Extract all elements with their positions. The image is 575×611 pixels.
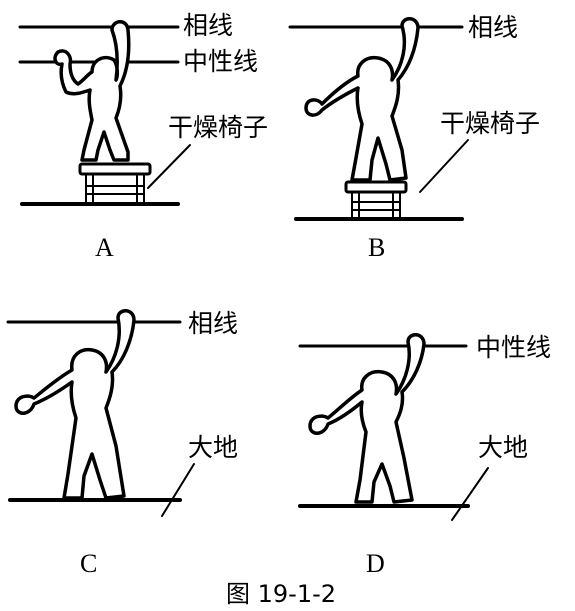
- figure-caption: 图 19-1-2: [226, 580, 336, 608]
- panel-letter-c: C: [80, 549, 97, 578]
- panel-c: 相线 大地 C: [6, 309, 238, 578]
- panel-letter-d: D: [366, 549, 385, 578]
- ground-label-c: 大地: [188, 433, 238, 462]
- panel-letter-a: A: [95, 233, 114, 262]
- panel-a: 相线 中性线 干燥椅子 A: [18, 11, 268, 262]
- person-a: [53, 20, 131, 162]
- phase-wire-label-b: 相线: [468, 13, 518, 42]
- phase-wire-label-a: 相线: [183, 11, 233, 40]
- person-b: [304, 17, 420, 182]
- person-d: [308, 333, 426, 504]
- panel-d: 中性线 大地 D: [298, 333, 551, 578]
- ground-pointer-c: [161, 463, 195, 517]
- dry-stool-b: [344, 180, 408, 219]
- ground-pointer-d: [451, 467, 489, 521]
- person-c: [14, 309, 136, 500]
- stool-pointer-b: [419, 139, 469, 193]
- phase-wire-label-c: 相线: [188, 309, 238, 338]
- stool-pointer-a: [147, 144, 191, 189]
- stool-label-b: 干燥椅子: [440, 109, 540, 138]
- dry-stool-a: [78, 162, 152, 204]
- neutral-wire-label-d: 中性线: [476, 333, 551, 362]
- ground-label-d: 大地: [478, 433, 528, 462]
- stool-label-a: 干燥椅子: [168, 113, 268, 142]
- neutral-wire-label-a: 中性线: [183, 47, 258, 76]
- panel-b: 相线 干燥椅子 B: [288, 13, 540, 262]
- panel-letter-b: B: [368, 233, 385, 262]
